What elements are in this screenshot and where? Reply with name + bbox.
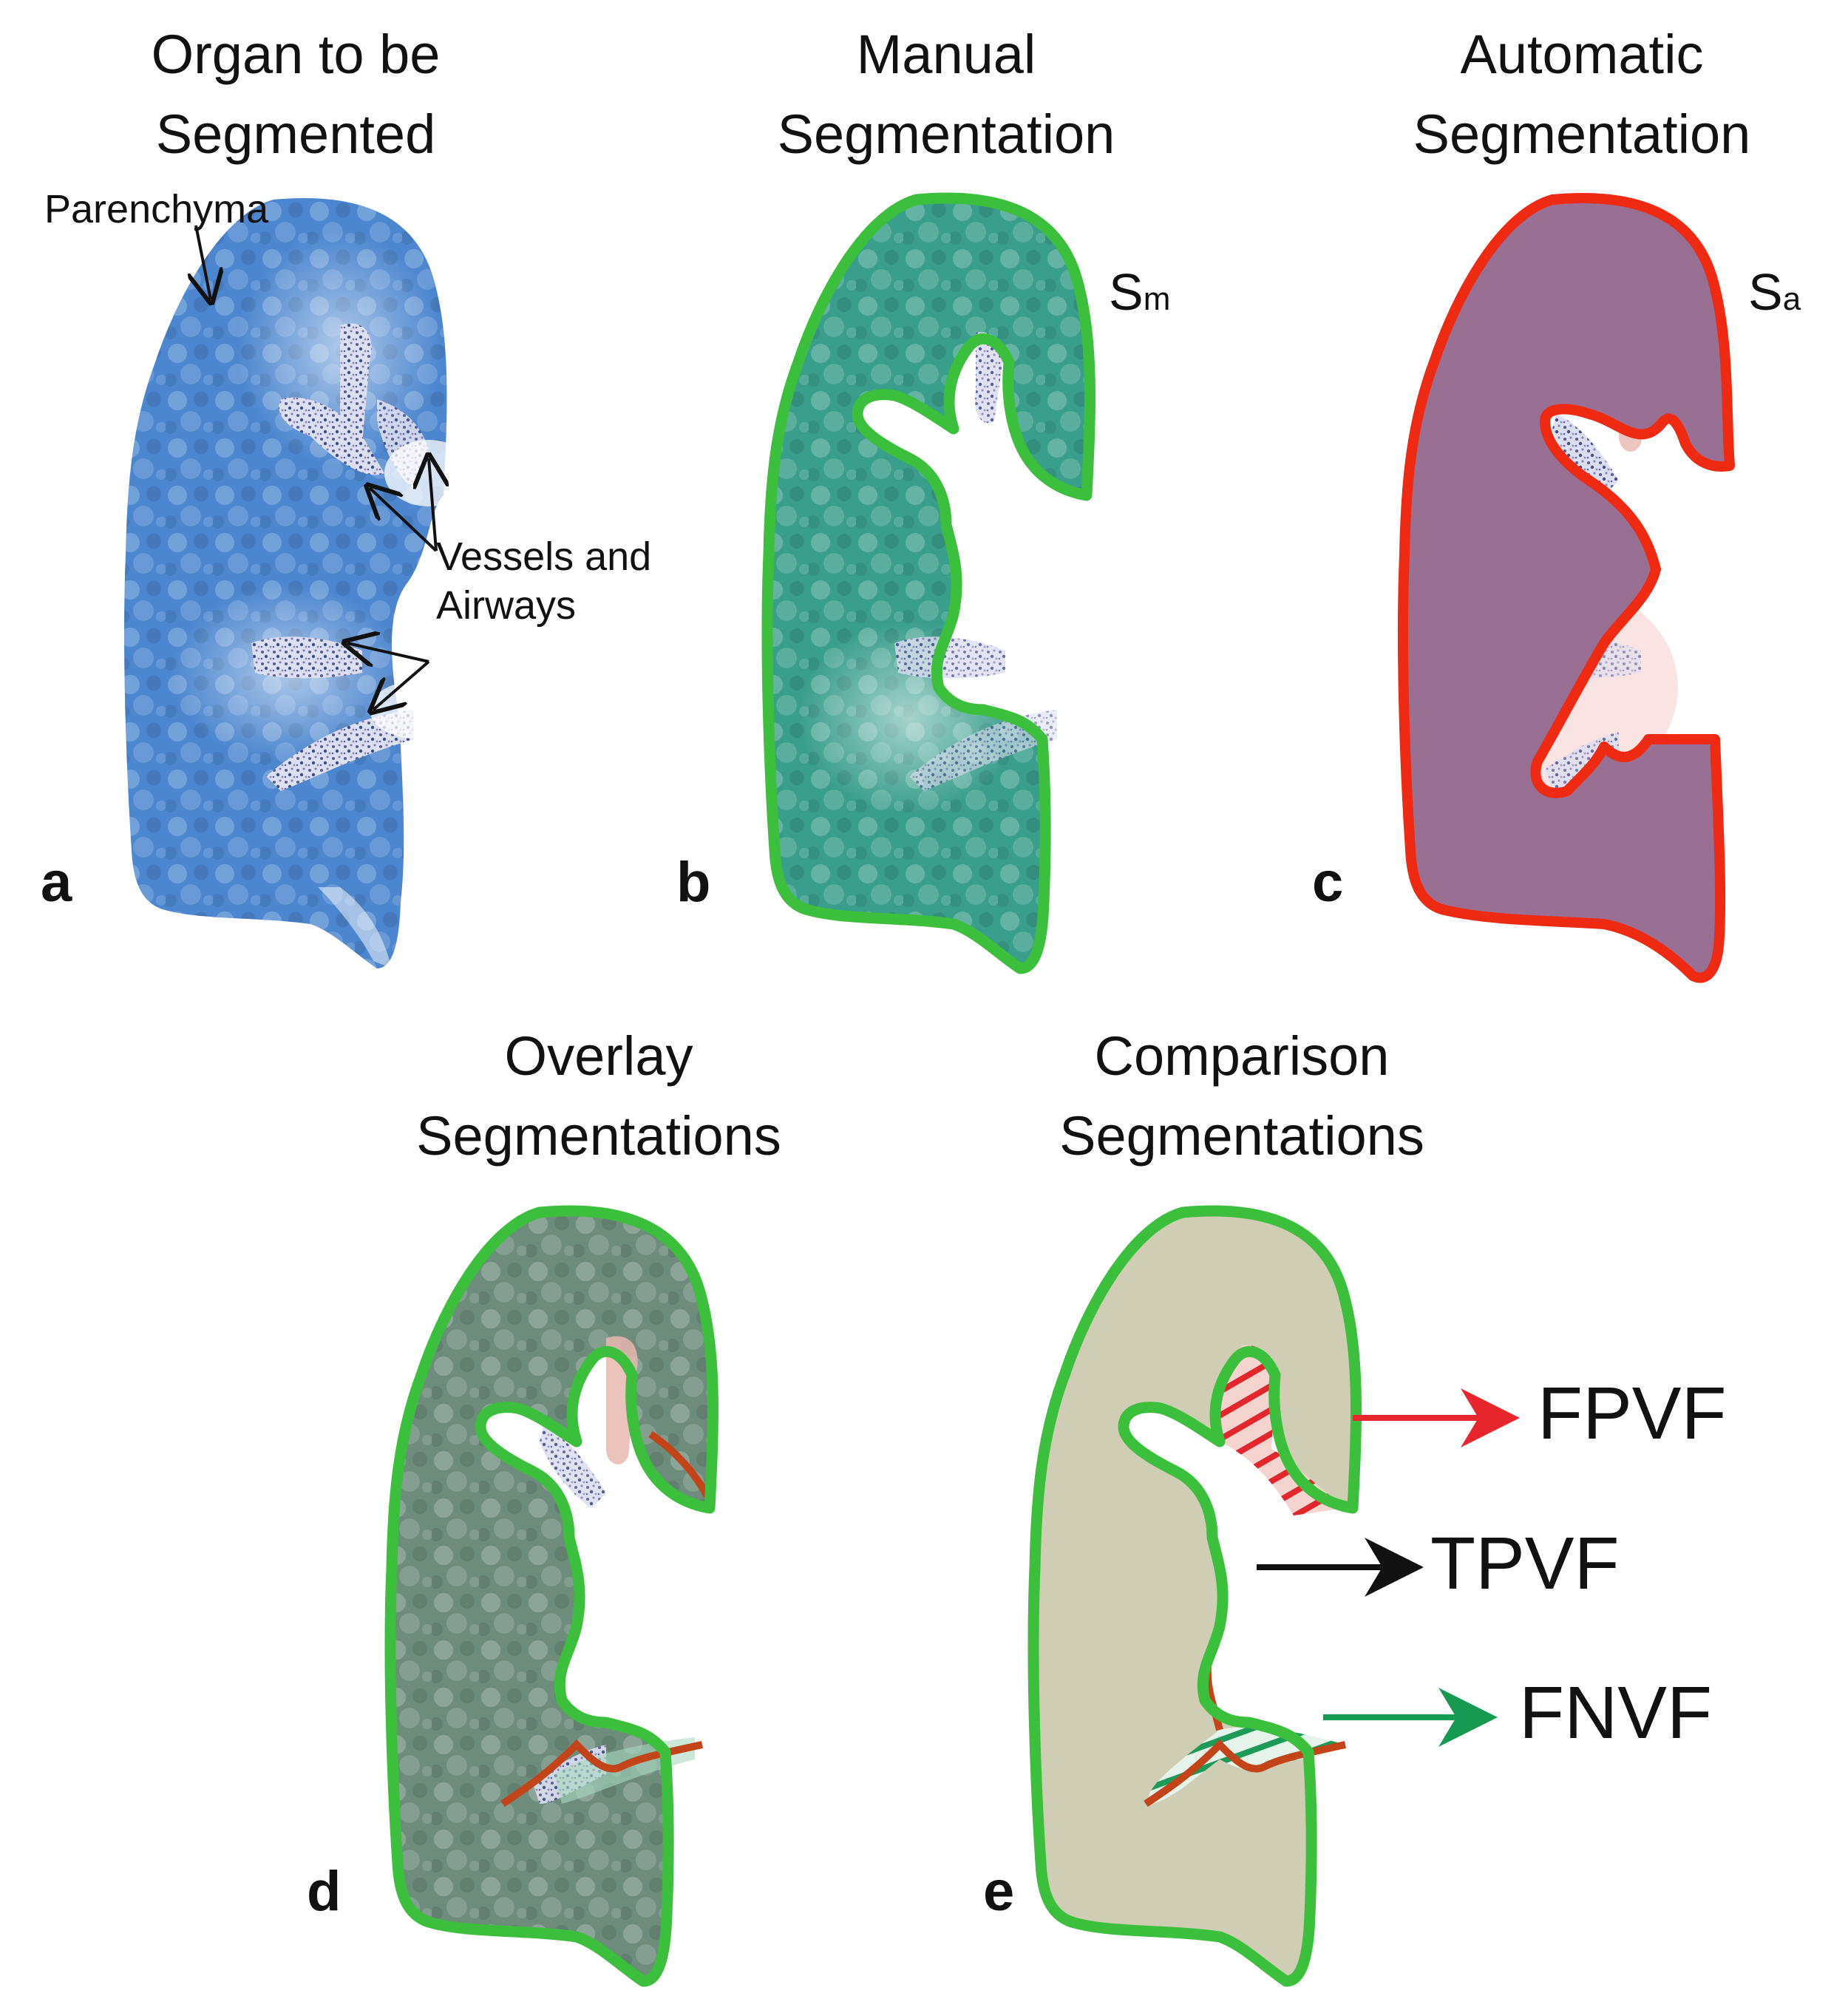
panel-d-label: d (307, 1860, 342, 1923)
false-positive-region (1217, 1345, 1345, 1515)
panel-c-label: c (1312, 851, 1344, 914)
metric-fpvf: FPVF (1538, 1372, 1727, 1455)
panel-b-title-line2: Segmentation (777, 103, 1115, 165)
panel-e-title: Comparison Segmentations (946, 1016, 1538, 1176)
symbol-s-a: Sa (1748, 262, 1801, 322)
panel-c-title: Automatic Segmentation (1286, 15, 1848, 174)
panel-b-manual (767, 198, 1090, 968)
panel-e-title-line2: Segmentations (1059, 1105, 1424, 1167)
panel-c-automatic (1403, 198, 1730, 978)
symbol-s-a-sub: a (1782, 281, 1801, 317)
panel-c-title-line2: Segmentation (1413, 103, 1751, 165)
panel-a-title-line1: Organ to be (151, 24, 441, 85)
symbol-s-m-sub: m (1143, 281, 1171, 317)
annotation-vessels-line1: Vessels and (436, 534, 652, 579)
panel-a-title-line2: Segmented (155, 103, 436, 165)
arrow-icon (429, 458, 436, 551)
annotation-parenchyma: Parenchyma (44, 187, 269, 231)
arrow-icon (370, 488, 438, 552)
arrow-icon (373, 660, 430, 710)
panel-c-title-line1: Automatic (1460, 24, 1704, 85)
panel-e-comparison (1033, 1211, 1356, 1981)
metric-tpvf: TPVF (1430, 1522, 1620, 1605)
symbol-s-m: Sm (1109, 262, 1170, 322)
annotation-vessels-line2: Airways (436, 583, 577, 628)
panel-e-label: e (983, 1860, 1015, 1923)
metric-fnvf: FNVF (1519, 1671, 1713, 1754)
symbol-s-a-main: S (1748, 263, 1783, 321)
annotation-vessels: Vessels and Airways (436, 532, 651, 630)
panel-d-title-line1: Overlay (504, 1025, 693, 1087)
panel-b-title: Manual Segmentation (650, 15, 1242, 174)
panel-d-title: Overlay Segmentations (303, 1016, 894, 1176)
panel-b-title-line1: Manual (856, 24, 1036, 85)
symbol-s-m-main: S (1109, 263, 1144, 321)
arrow-icon (347, 643, 429, 662)
panel-b-label: b (676, 851, 711, 914)
arrow-icon (196, 225, 211, 299)
panel-a-label: a (41, 851, 72, 914)
panel-a-title: Organ to be Segmented (0, 15, 591, 174)
panel-a-organ (123, 197, 473, 968)
panel-d-title-line2: Segmentations (416, 1105, 781, 1167)
panel-e-title-line1: Comparison (1094, 1025, 1390, 1087)
panel-d-overlay (390, 1211, 713, 1981)
